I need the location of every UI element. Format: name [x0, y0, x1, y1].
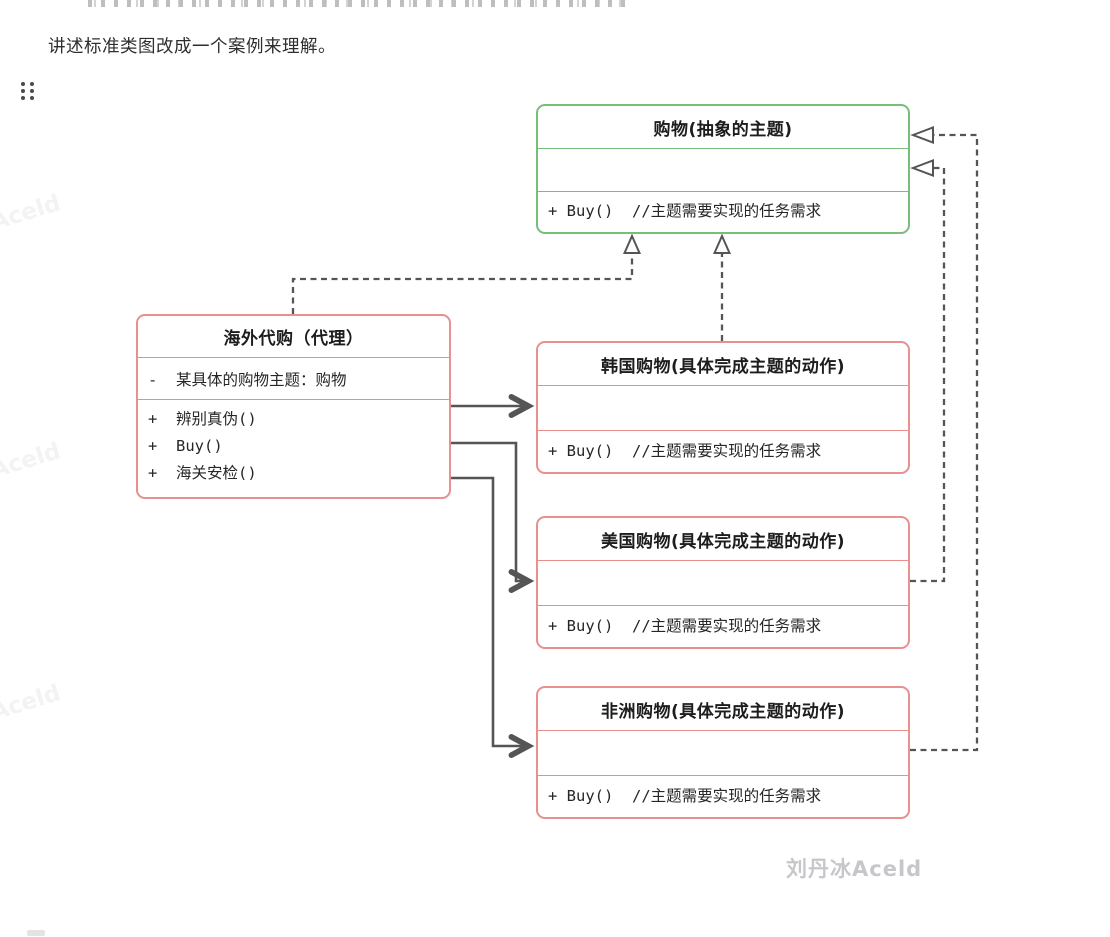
class-title: 美国购物(具体完成主题的动作): [600, 531, 846, 552]
class-methods: + Buy() //主题需要实现的任务需求: [538, 430, 908, 471]
method-line: + Buy() //主题需要实现的任务需求: [548, 441, 822, 460]
class-methods: + Buy() //主题需要实现的任务需求: [538, 605, 908, 646]
hollow-triangle-left-icon: [910, 126, 934, 144]
block-drag-handle-icon[interactable]: [21, 82, 34, 100]
author-watermark: 刘丹冰Aceld: [786, 857, 923, 881]
class-methods: + 辨别真伪() + Buy() + 海关安检(): [138, 399, 449, 496]
class-box-usa: 美国购物(具体完成主题的动作) + Buy() //主题需要实现的任务需求: [536, 516, 910, 649]
class-box-korea: 韩国购物(具体完成主题的动作) + Buy() //主题需要实现的任务需求: [536, 341, 910, 474]
class-title: 非洲购物(具体完成主题的动作): [600, 701, 846, 722]
method-line: + Buy() //主题需要实现的任务需求: [548, 786, 822, 805]
paragraph-intro: 讲述标准类图改成一个案例来理解。: [48, 37, 336, 57]
clipped-heading-fragments: [88, 0, 628, 7]
method-line: + Buy(): [148, 437, 223, 455]
method-line: + Buy() //主题需要实现的任务需求: [548, 202, 822, 220]
hollow-triangle-up-icon: [712, 233, 732, 254]
class-box-africa: 非洲购物(具体完成主题的动作) + Buy() //主题需要实现的任务需求: [536, 686, 910, 819]
class-title: 购物(抽象的主题): [653, 119, 793, 140]
class-attributes: [538, 148, 908, 191]
clipped-content-fragment: [27, 930, 45, 936]
class-methods: + Buy() //主题需要实现的任务需求: [538, 191, 908, 231]
attribute-line: - 某具体的购物主题：购物: [148, 370, 347, 389]
arrow-proxy-to-usa: [451, 441, 535, 593]
dashed-usa-to-abstract: [910, 166, 946, 583]
class-attributes: - 某具体的购物主题：购物: [138, 357, 449, 399]
hollow-triangle-up-icon: [622, 233, 642, 254]
dashed-proxy-to-abstract: [291, 253, 634, 314]
hollow-triangle-left-icon: [910, 159, 934, 177]
class-box-proxy: 海外代购（代理） - 某具体的购物主题：购物 + 辨别真伪() + Buy() …: [136, 314, 451, 499]
class-box-abstract-subject: 购物(抽象的主题) + Buy() //主题需要实现的任务需求: [536, 104, 910, 234]
class-title: 海外代购（代理）: [223, 329, 364, 349]
method-line: + 辨别真伪(): [148, 410, 257, 428]
arrow-proxy-to-africa: [451, 476, 535, 758]
method-line: + 海关安检(): [148, 464, 257, 482]
class-attributes: [538, 730, 908, 775]
class-title: 韩国购物(具体完成主题的动作): [600, 356, 846, 377]
class-methods: + Buy() //主题需要实现的任务需求: [538, 775, 908, 816]
method-line: + Buy() //主题需要实现的任务需求: [548, 616, 822, 635]
class-attributes: [538, 385, 908, 430]
dashed-africa-to-abstract: [910, 133, 979, 752]
class-attributes: [538, 560, 908, 605]
